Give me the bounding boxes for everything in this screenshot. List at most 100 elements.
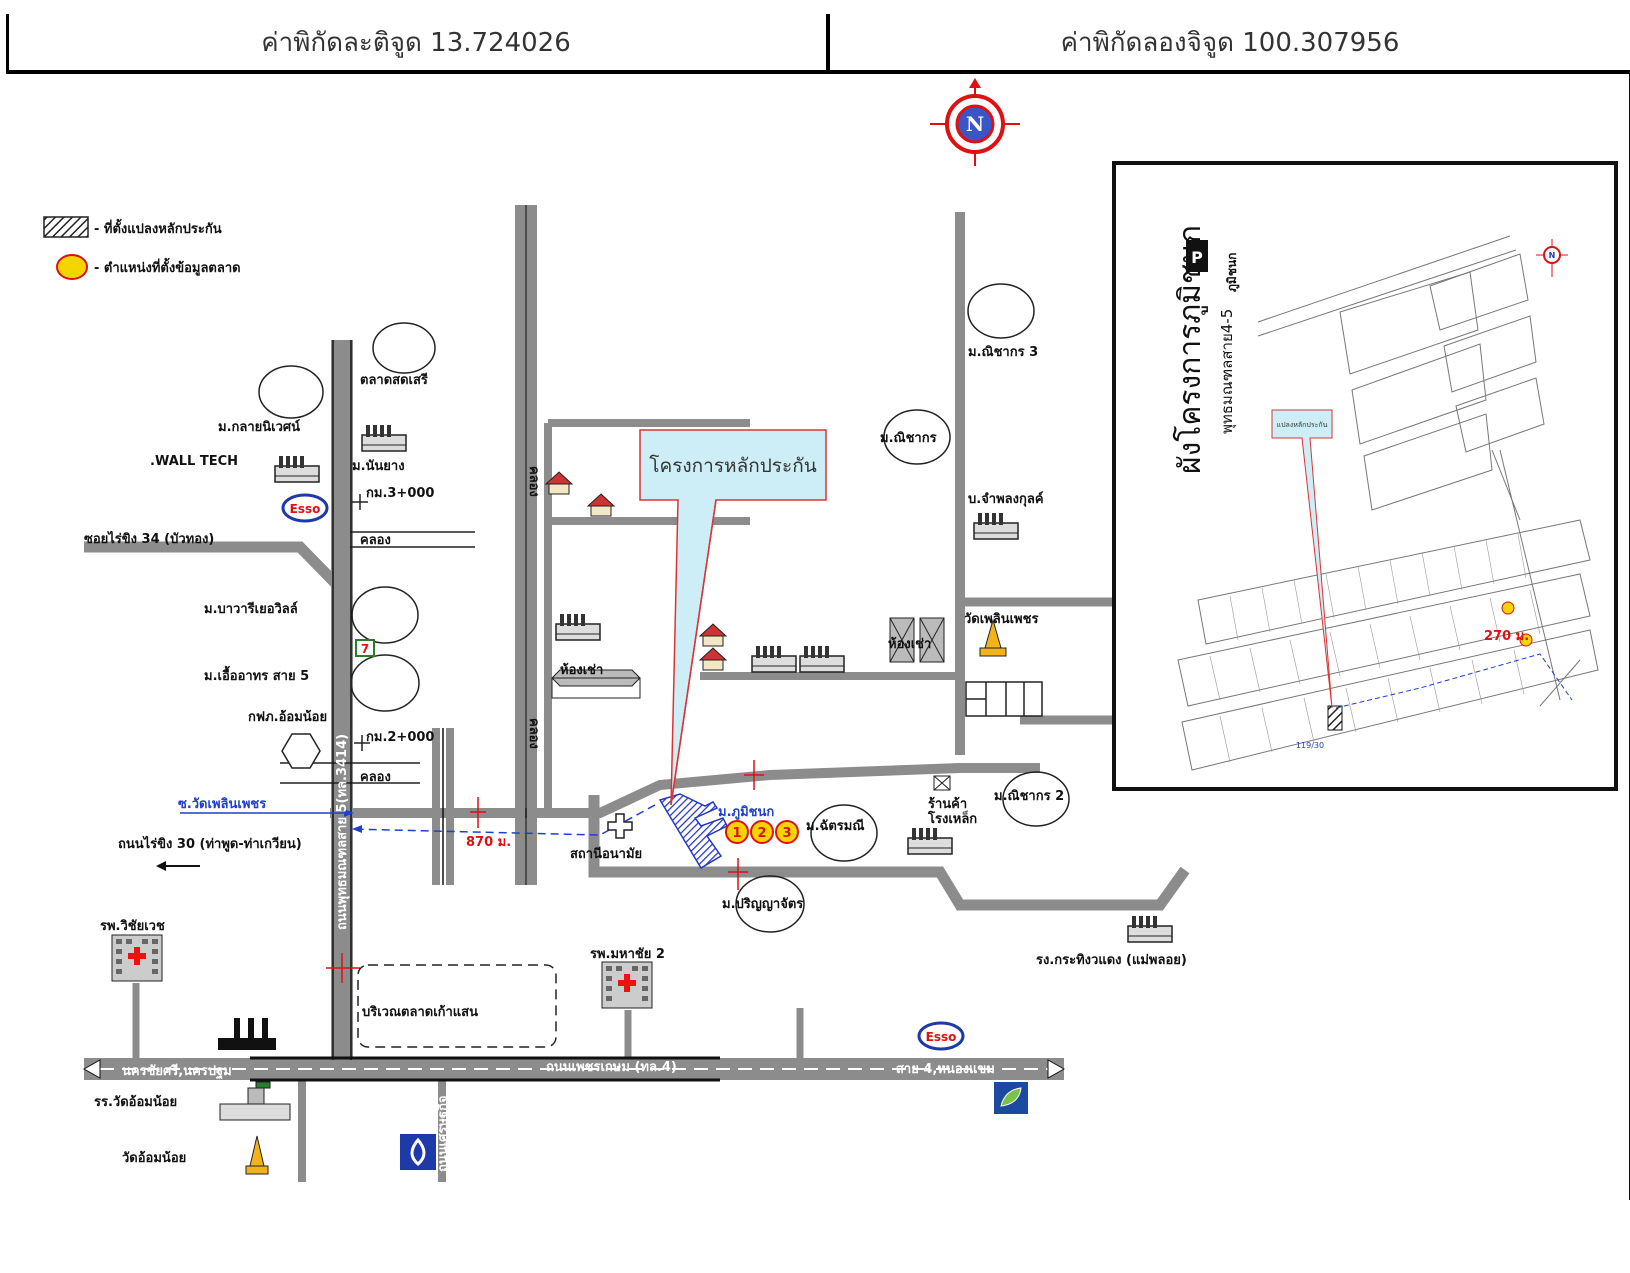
bank-logo-mark — [410, 1137, 426, 1166]
label-m-uea-athon: ม.เอื้ออาทร สาย 5 — [204, 665, 309, 684]
header-divider — [826, 14, 830, 72]
label-health-station: สถานีอนามัย — [570, 846, 642, 862]
inset-plot-no: 119/30 — [1296, 741, 1324, 750]
inset-lot-grid — [1177, 235, 1599, 771]
inset-market-marker — [1519, 633, 1533, 647]
label-b-chamnongkul: บ.จำพลงกุลค์ — [968, 491, 1044, 507]
label-kratha-factory: รง.กระทิงวแดง (แม่พลอย) — [1036, 953, 1187, 968]
label-talad-kao-saen: บริเวณตลาดเก้าแสน — [362, 1004, 478, 1020]
longitude-label: ค่าพิกัดลองจิจูด 100.307956 — [1060, 27, 1400, 58]
label-khlong-1: คลอง — [360, 533, 391, 548]
factory-icon — [1127, 915, 1173, 943]
label-sai4-nongkhaem: สาย 4,หนองแขม — [896, 1062, 995, 1077]
legend-market-position: - ตำแหน่งที่ตั้งข้อมูลตลาด — [94, 257, 241, 276]
market-marker-1: 1 — [732, 826, 741, 841]
canal-lines — [332, 205, 527, 1060]
label-phetkasem-road: ถนนเพชรเกษม (ทล.4) — [546, 1060, 677, 1075]
inset-dist: 270 ม. — [1484, 629, 1529, 644]
header-bottom-rule — [6, 14, 1630, 74]
label-m-pinyarat: ม.ปริญญาจัตร — [722, 897, 803, 912]
temple-icon — [979, 618, 1007, 657]
factory-icon — [555, 613, 601, 641]
inset-compass-icon: N — [1536, 239, 1568, 277]
seven-eleven-glyph: 7 — [361, 642, 369, 656]
factory-icon — [907, 827, 953, 855]
project-callout: โครงการหลักประกัน — [639, 429, 827, 806]
legend-collateral-plot: - ที่ตั้งแปลงหลักประกัน — [94, 218, 222, 237]
label-m-bawaree-ville: ม.บาวารีเยอวิลล์ — [204, 601, 298, 617]
label-khlong-2: คลอง — [360, 770, 391, 785]
label-km-2000: กม.2+000 — [366, 730, 434, 745]
coordinate-header: ค่าพิกัดละติจูด 13.724026 ค่าพิกัดลองจิจ… — [6, 14, 1630, 74]
seven-eleven-icon — [355, 639, 375, 657]
collateral-plot-marker — [658, 793, 729, 870]
factory-icon — [361, 424, 407, 452]
label-hong-chao-1: ห้องเช่า — [560, 662, 603, 678]
inset-plot-marker — [1327, 705, 1343, 731]
inset-subtitle: พุทธมณฑลสาย4-5 — [1218, 309, 1237, 434]
house-icon — [699, 623, 727, 647]
inset-route — [1335, 653, 1573, 709]
village-circles — [258, 283, 1070, 933]
factory-icon — [751, 645, 797, 673]
label-steel-shop: ร้านค้าโรงเหล็ก — [927, 796, 977, 827]
map-labels: ตลาดสดเสรี ม.กลายนิเวศน์ .WALL TECH ม.นั… — [84, 345, 1187, 1166]
label-m-phumichok: ม.ภูมิชนก — [718, 805, 774, 820]
compass-letter: N — [966, 112, 984, 136]
inset-lot-dividers — [1209, 533, 1541, 763]
label-hong-chao-2: ห้องเช่า — [888, 636, 931, 652]
hospital-icon — [111, 934, 163, 982]
label-kfk-om-noi: กฟภ.อ้อมน้อย — [248, 709, 327, 725]
km-marker-icon — [352, 494, 370, 751]
label-m-klai-niwet: ม.กลายนิเวศน์ — [218, 419, 300, 435]
esso-logo-icon: Esso — [281, 493, 329, 523]
label-nakhonchai-si: นครชัยศรี,นครปฐม — [122, 1063, 232, 1080]
route-to-project — [156, 804, 656, 871]
label-m-nisakorn-2: ม.ณิชากร 2 — [994, 789, 1064, 804]
house-icon — [699, 647, 727, 671]
legend-hatch-swatch — [43, 216, 89, 238]
label-dist-870: 870 ม. — [466, 835, 511, 850]
label-m-nisakorn-3: ม.ณิชากร 3 — [968, 345, 1038, 360]
latitude-label: ค่าพิกัดละติจูด 13.724026 — [261, 27, 571, 58]
label-m-chatthamon: ม.ฉัตรมณี — [806, 818, 864, 834]
label-wall-tech: .WALL TECH — [150, 454, 238, 469]
label-soi-raising-34: ซอยไร่ขิง 34 (บัวทอง) — [84, 530, 214, 547]
inset-brand: ภูมิชนก — [1225, 253, 1240, 292]
road-network — [84, 205, 1190, 1182]
school-icon — [219, 1081, 291, 1121]
factory-icon — [973, 512, 1019, 540]
house-icon — [587, 493, 615, 517]
label-raising-30: ถนนไร่ขิง 30 (ท่าพูด-ท่าเกวียน) — [118, 835, 302, 852]
inset-brand-logo-letter: P — [1191, 248, 1203, 267]
factory-icon — [799, 645, 845, 673]
legend: - ที่ตั้งแปลงหลักประกัน - ตำแหน่งที่ตั้ง… — [43, 216, 241, 280]
substation-hexagon-icon — [281, 733, 321, 769]
rental-building-icon — [551, 669, 641, 699]
inset-site-plan: ผังโครงการภูมิชนก พุทธมณฑลสาย4-5 P ภูมิช… — [1112, 161, 1618, 791]
label-khlong-3: คลอง — [526, 466, 541, 497]
phetkasem-road — [82, 1056, 1066, 1082]
esso-logo-icon: Esso — [917, 1021, 965, 1051]
building-grid-icon — [965, 681, 1043, 717]
label-km-3000: กม.3+000 — [366, 486, 434, 501]
label-khlong-4: คลอง — [526, 718, 541, 749]
inset-market-marker — [1501, 601, 1515, 615]
label-wat-phloen-phet: วัดเพลินเพชร — [964, 612, 1038, 627]
label-m-nanyang: ม.นันยาง — [352, 459, 405, 474]
label-rp-mahachai2: รพ.มหาชัย 2 — [590, 947, 665, 962]
inset-compass-letter: N — [1549, 251, 1556, 260]
callout-label: โครงการหลักประกัน — [649, 454, 816, 477]
rotated-labels: ถนนพุทธมณฑลสาย 5(ทล.3414) คลอง คลอง ถนนเ… — [335, 466, 541, 1172]
esso-text: Esso — [290, 502, 321, 516]
label-phutthamonthon-road: ถนนพุทธมณฑลสาย 5(ทล.3414) — [335, 734, 350, 930]
label-wat-om-noi: วัดอ้อมน้อย — [122, 1150, 186, 1166]
market-data-markers: 1 2 3 — [725, 820, 799, 844]
label-school-om-noi: รร.วัดอ้อมน้อย — [94, 1094, 177, 1110]
label-setthakit-road: ถนนเศรษฐกิจ — [436, 1095, 452, 1172]
label-rp-wichaiwet: รพ.วิชัยเวช — [100, 919, 165, 934]
label-m-nisakorn: ม.ณิชากร — [880, 431, 937, 446]
hospital-icon — [601, 961, 653, 1009]
esso-text: Esso — [926, 1030, 957, 1044]
